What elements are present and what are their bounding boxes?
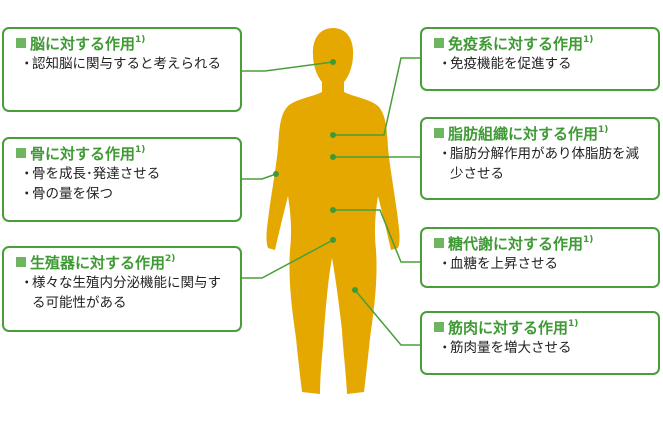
square-bullet-icon — [434, 322, 444, 332]
box-title: 脂肪組織に対する作用1) — [434, 125, 658, 144]
connector-lines — [242, 57, 420, 346]
box-item: 骨を成長･発達させる — [16, 164, 240, 184]
immune-effect-box: 免疫系に対する作用1) 免疫機能を促進する — [420, 27, 660, 91]
box-item: 認知脳に関与すると考えられる — [16, 54, 237, 74]
box-item: 脂肪分解作用があり体脂肪を減少させる — [434, 144, 650, 184]
box-item: 骨の量を保つ — [16, 184, 240, 204]
sugar-metabolism-effect-box: 糖代謝に対する作用1) 血糖を上昇させる — [420, 227, 660, 288]
box-title: 骨に対する作用1) — [16, 145, 240, 164]
box-item: 様々な生殖内分泌機能に関与する可能性がある — [16, 273, 232, 313]
box-item: 筋肉量を増大させる — [434, 338, 658, 358]
brain-effect-box: 脳に対する作用1) 認知脳に関与すると考えられる — [2, 27, 242, 112]
square-bullet-icon — [16, 38, 26, 48]
square-bullet-icon — [16, 257, 26, 267]
box-item: 免疫機能を促進する — [434, 54, 658, 74]
box-title: 免疫系に対する作用1) — [434, 35, 658, 54]
reproductive-effect-box: 生殖器に対する作用2) 様々な生殖内分泌機能に関与する可能性がある — [2, 246, 242, 332]
box-item: 血糖を上昇させる — [434, 254, 658, 274]
box-title: 生殖器に対する作用2) — [16, 254, 240, 273]
bone-effect-box: 骨に対する作用1) 骨を成長･発達させる 骨の量を保つ — [2, 137, 242, 222]
fat-tissue-effect-box: 脂肪組織に対する作用1) 脂肪分解作用があり体脂肪を減少させる — [420, 117, 660, 200]
square-bullet-icon — [16, 148, 26, 158]
box-title: 筋肉に対する作用1) — [434, 319, 658, 338]
square-bullet-icon — [434, 238, 444, 248]
connector-dots — [273, 59, 358, 293]
square-bullet-icon — [434, 128, 444, 138]
box-title: 糖代謝に対する作用1) — [434, 235, 658, 254]
box-title: 脳に対する作用1) — [16, 35, 240, 54]
square-bullet-icon — [434, 38, 444, 48]
muscle-effect-box: 筋肉に対する作用1) 筋肉量を増大させる — [420, 311, 660, 375]
